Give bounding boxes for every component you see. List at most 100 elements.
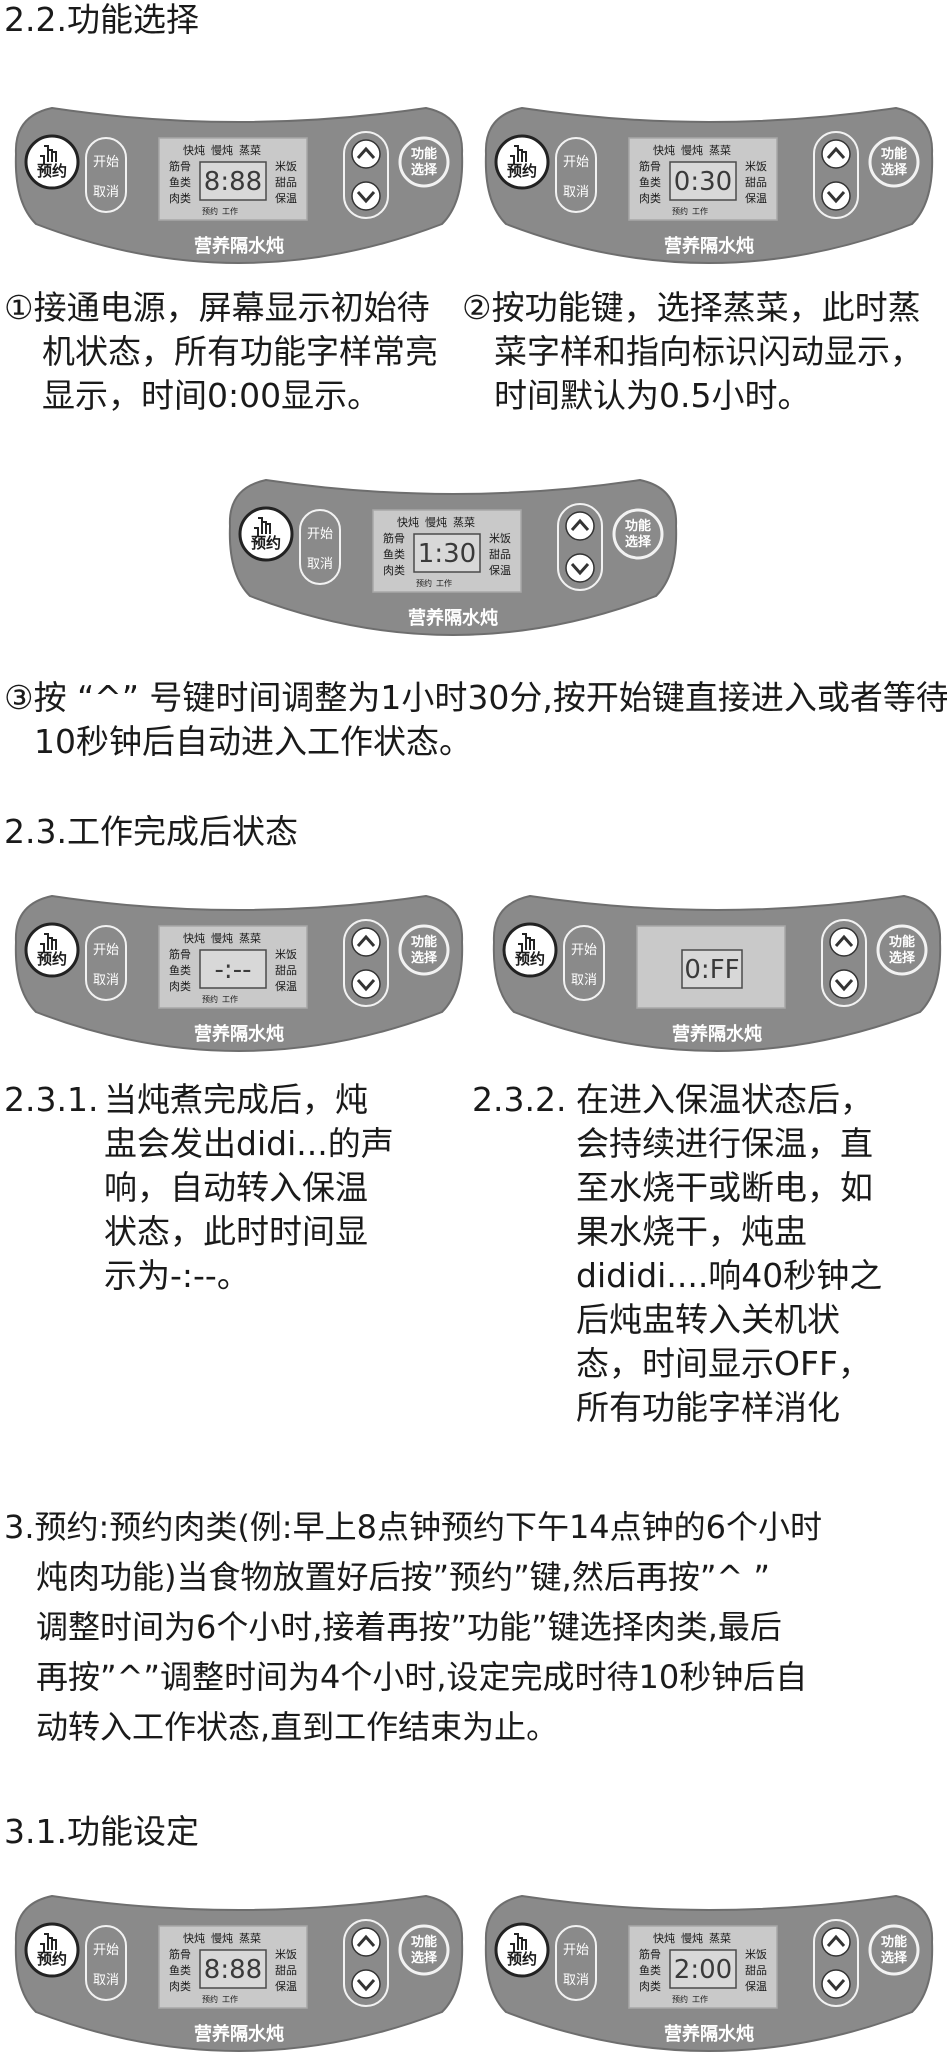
function-label: 选择 [411, 1950, 438, 1966]
up-down-buttons [813, 1919, 859, 2007]
mode-label-mandun: 慢炖 [681, 1932, 703, 1945]
panel-graphic: 预约开始取消功能选择快炖慢炖蒸菜筋骨鱼类肉类米饭甜品保温8:88预约工作营养隔水… [14, 106, 464, 264]
section3-line: 再按”^”调整时间为4个小时,设定完成时待10秒钟后自 [36, 1658, 808, 1696]
up-down-buttons [821, 919, 867, 1007]
reserve-button: 预约 [494, 1922, 550, 1978]
mode-label-jingu: 筋骨 [639, 159, 661, 173]
function-select-button: 功能选择 [868, 136, 920, 188]
mode-label-mandun: 慢炖 [681, 144, 703, 157]
function-select-button: 功能选择 [612, 508, 664, 560]
reserve-button: 预约 [24, 922, 80, 978]
function-label: 功能 [411, 934, 437, 950]
para231-line: 状态，此时时间显 [104, 1212, 368, 1251]
function-label: 选择 [889, 950, 916, 966]
chevron-up-icon [356, 146, 376, 159]
brand-text: 营养隔水炖 [672, 1023, 762, 1045]
reserve-label: 预约 [37, 1950, 67, 1968]
control-panel-5: 预约开始取消 功能选择 0:FF 营养隔水炖 [482, 880, 947, 1066]
hand-icon [40, 933, 57, 952]
mode-label-jingu: 筋骨 [639, 1947, 661, 1961]
mode-label-mifan: 米饭 [275, 1948, 297, 1961]
heading-2-3: 2.3.工作完成后状态 [4, 812, 298, 851]
mode-label-jingu: 筋骨 [169, 1947, 191, 1961]
lcd-screen: 0:FF [636, 925, 786, 1009]
mode-label-jingu: 筋骨 [169, 159, 191, 173]
chevron-up-icon [356, 1934, 376, 1947]
cancel-label: 取消 [563, 1973, 589, 1988]
cancel-label: 取消 [93, 185, 119, 200]
reserve-label: 预约 [251, 534, 281, 552]
chevron-down-icon [826, 191, 846, 204]
mode-label-zhengcai: 蒸菜 [453, 516, 475, 529]
para1-line: ①接通电源，屏幕显示初始待 [4, 288, 430, 327]
mode-label-zhengcai: 蒸菜 [709, 144, 731, 157]
panel-graphic: 预约开始取消功能选择快炖慢炖蒸菜筋骨鱼类肉类米饭甜品保温-:--预约工作营养隔水… [14, 894, 464, 1052]
function-label: 选择 [881, 162, 908, 178]
cancel-label: 取消 [93, 1973, 119, 1988]
mode-label-yulei: 鱼类 [383, 547, 405, 561]
function-label: 功能 [625, 518, 651, 534]
time-display: 8:88 [204, 1955, 262, 1985]
function-label: 功能 [881, 146, 907, 162]
para231-line: 示为-:--。 [104, 1256, 250, 1295]
indicator-yuyue: 预约 [202, 1994, 218, 2004]
reserve-label: 预约 [37, 950, 67, 968]
lcd-screen: 快炖慢炖蒸菜筋骨鱼类肉类米饭甜品保温-:--预约工作 [158, 925, 308, 1009]
para-number: 2.3.2. [472, 1080, 567, 1119]
time-display: 1:30 [418, 539, 476, 569]
chevron-down-icon [834, 979, 854, 992]
section3-line: 炖肉功能)当食物放置好后按”预约”键,然后再按”^ ” [36, 1558, 770, 1596]
mode-label-mifan: 米饭 [275, 160, 297, 173]
para3-line: 10秒钟后自动进入工作状态。 [34, 722, 472, 761]
reserve-button: 预约 [24, 134, 80, 190]
para2-line: 菜字样和指向标识闪动显示， [494, 332, 923, 371]
mode-label-tianpin: 甜品 [745, 1964, 767, 1977]
para232-line: 会持续进行保温，直 [576, 1124, 873, 1163]
up-down-buttons [557, 503, 603, 591]
para3-line: ③按 “^” 号键时间调整为1小时30分,按开始键直接进入或者等待 [4, 678, 947, 717]
mode-label-roulei: 肉类 [639, 191, 661, 205]
heading-2-2: 2.2.功能选择 [4, 0, 199, 39]
function-select-button: 功能选择 [398, 136, 450, 188]
para2-line: 时间默认为0.5小时。 [494, 376, 811, 415]
mode-label-tianpin: 甜品 [275, 176, 297, 189]
up-down-buttons [343, 131, 389, 219]
start-label: 开始 [563, 155, 589, 170]
indicator-gongzuo: 工作 [692, 206, 708, 216]
mode-label-yulei: 鱼类 [169, 175, 191, 189]
paragraph-3-reservation: 3.预约:预约肉类(例:早上8点钟预约下午14点钟的6个小时 炖肉功能)当食物放… [4, 1502, 822, 1752]
panel-graphic: 预约开始取消功能选择快炖慢炖蒸菜筋骨鱼类肉类米饭甜品保温1:30预约工作营养隔水… [228, 478, 678, 636]
mode-label-kuaidun: 快炖 [183, 144, 205, 157]
mode-label-baowen: 保温 [745, 1979, 767, 1993]
function-select-button: 功能选择 [876, 924, 928, 976]
reserve-label: 预约 [515, 950, 545, 968]
mode-label-zhengcai: 蒸菜 [709, 1932, 731, 1945]
para231-line: 当炖煮完成后，炖 [104, 1080, 368, 1119]
para-number: 2.3.1. [4, 1080, 99, 1119]
hand-icon [518, 933, 535, 952]
chevron-down-icon [356, 1979, 376, 1992]
mode-label-zhengcai: 蒸菜 [239, 1932, 261, 1945]
mode-label-tianpin: 甜品 [489, 548, 511, 561]
mode-label-baowen: 保温 [745, 191, 767, 205]
function-label: 功能 [881, 1934, 907, 1950]
para232-line: 在进入保温状态后， [576, 1080, 873, 1119]
time-display: 0:30 [674, 167, 732, 197]
panel-graphic: 预约开始取消功能选择快炖慢炖蒸菜筋骨鱼类肉类米饭甜品保温8:88预约工作营养隔水… [14, 1894, 464, 2052]
panel-graphic: 预约开始取消 功能选择 0:FF 营养隔水炖 [492, 894, 942, 1052]
mode-label-tianpin: 甜品 [275, 964, 297, 977]
mode-label-roulei: 肉类 [169, 979, 191, 993]
mode-label-kuaidun: 快炖 [183, 932, 205, 945]
mode-label-baowen: 保温 [489, 563, 511, 577]
indicator-gongzuo: 工作 [222, 1994, 238, 2004]
start-label: 开始 [93, 155, 119, 170]
